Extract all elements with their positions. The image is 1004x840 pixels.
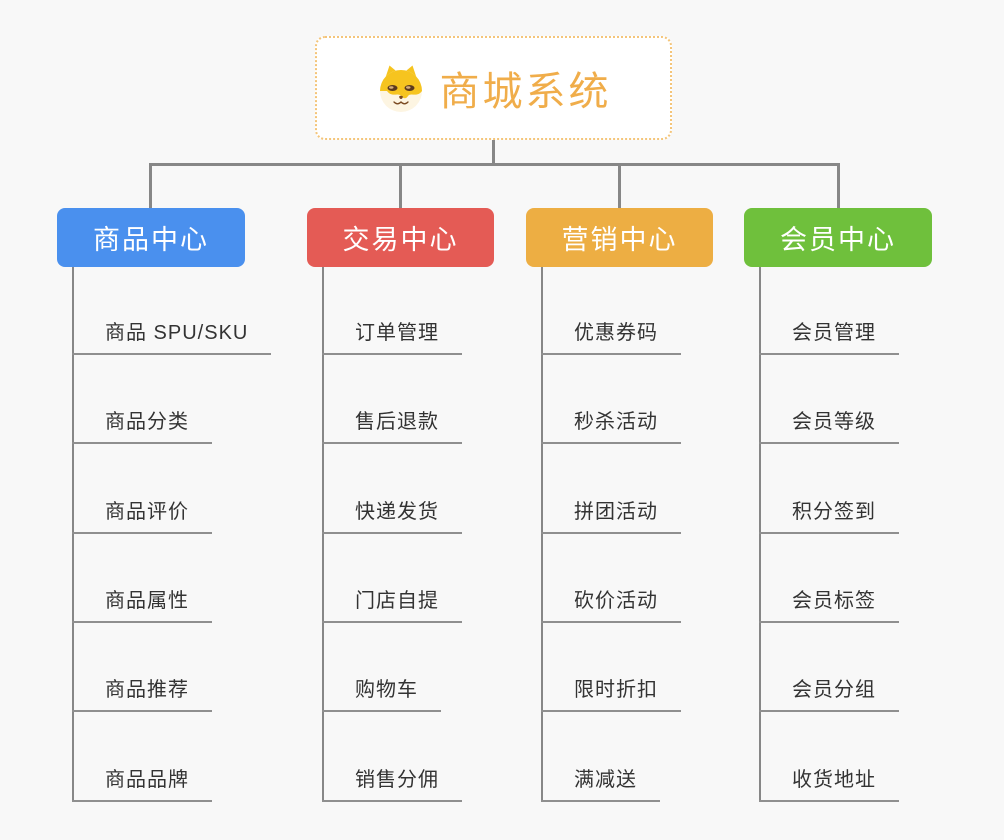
leaf-node[interactable]: 砍价活动 — [541, 588, 681, 623]
leaf-node[interactable]: 商品分类 — [72, 409, 212, 444]
leaf-node[interactable]: 商品推荐 — [72, 677, 212, 712]
leaf-node[interactable]: 会员等级 — [759, 409, 899, 444]
connector-stub-product — [149, 163, 152, 209]
leaf-node[interactable]: 购物车 — [322, 677, 441, 712]
branch-node-product-center[interactable]: 商品中心 — [57, 208, 245, 267]
leaf-node[interactable]: 订单管理 — [322, 320, 462, 355]
shiba-dog-icon — [379, 65, 422, 112]
leaf-node[interactable]: 商品评价 — [72, 499, 212, 534]
connector-stub-marketing — [618, 163, 621, 209]
connector-stub-member — [837, 163, 840, 209]
leaf-node[interactable]: 秒杀活动 — [541, 409, 681, 444]
root-node[interactable]: 商城系统 — [315, 36, 672, 140]
leaf-node[interactable]: 商品品牌 — [72, 767, 212, 802]
leaf-node[interactable]: 商品属性 — [72, 588, 212, 623]
connector-stub-trade — [399, 163, 402, 209]
connector-trunk-trade — [322, 266, 324, 802]
leaf-node[interactable]: 收货地址 — [759, 767, 899, 802]
connector-trunk-product — [72, 266, 74, 802]
leaf-node[interactable]: 会员管理 — [759, 320, 899, 355]
leaf-node[interactable]: 快递发货 — [322, 499, 462, 534]
branch-node-trade-center[interactable]: 交易中心 — [307, 208, 494, 267]
connector-trunk-member — [759, 266, 761, 802]
leaf-node[interactable]: 限时折扣 — [541, 677, 681, 712]
leaf-node[interactable]: 拼团活动 — [541, 499, 681, 534]
leaf-node[interactable]: 商品 SPU/SKU — [72, 320, 272, 355]
leaf-node[interactable]: 积分签到 — [759, 499, 899, 534]
connector-trunk-marketing — [541, 266, 543, 802]
leaf-node[interactable]: 会员标签 — [759, 588, 899, 623]
connector-spine — [149, 163, 840, 166]
leaf-node[interactable]: 会员分组 — [759, 677, 899, 712]
branch-node-marketing-center[interactable]: 营销中心 — [526, 208, 713, 267]
leaf-node[interactable]: 售后退款 — [322, 409, 462, 444]
branch-node-member-center[interactable]: 会员中心 — [744, 208, 932, 267]
leaf-node[interactable]: 销售分佣 — [322, 767, 462, 802]
leaf-node[interactable]: 满减送 — [541, 767, 660, 802]
leaf-node[interactable]: 优惠券码 — [541, 320, 681, 355]
root-title: 商城系统 — [439, 70, 612, 114]
connector-root-drop — [492, 139, 495, 164]
leaf-node[interactable]: 门店自提 — [322, 588, 462, 623]
